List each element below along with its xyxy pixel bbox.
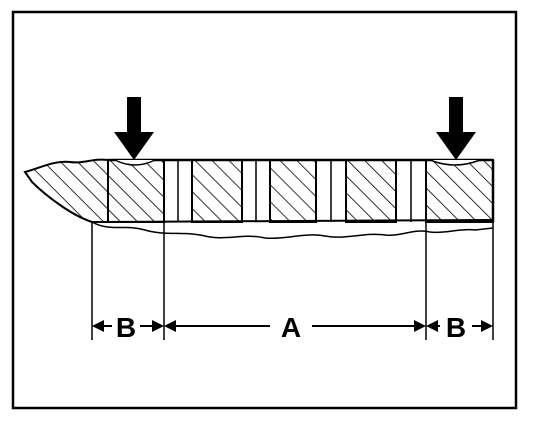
holes <box>177 160 412 222</box>
section-segment-4 <box>345 159 397 223</box>
section-segment-2 <box>191 159 243 223</box>
arrow-down-icon <box>114 97 154 160</box>
surface-wear-right <box>429 159 481 166</box>
section-segment-1 <box>107 159 165 223</box>
dimension-label-b-right: B <box>446 312 466 343</box>
section-segment-3 <box>269 159 317 223</box>
section-segment-5 <box>425 159 494 223</box>
dimension-label-a: A <box>281 312 301 343</box>
bottom-break-line <box>91 221 494 240</box>
left-broken-section <box>23 158 109 223</box>
dimension-arrowheads <box>92 320 493 332</box>
arrow-down-icon <box>436 97 476 160</box>
extension-lines <box>91 160 494 340</box>
surface-wear-left <box>114 159 156 166</box>
dimension-label-b-left: B <box>116 312 136 343</box>
